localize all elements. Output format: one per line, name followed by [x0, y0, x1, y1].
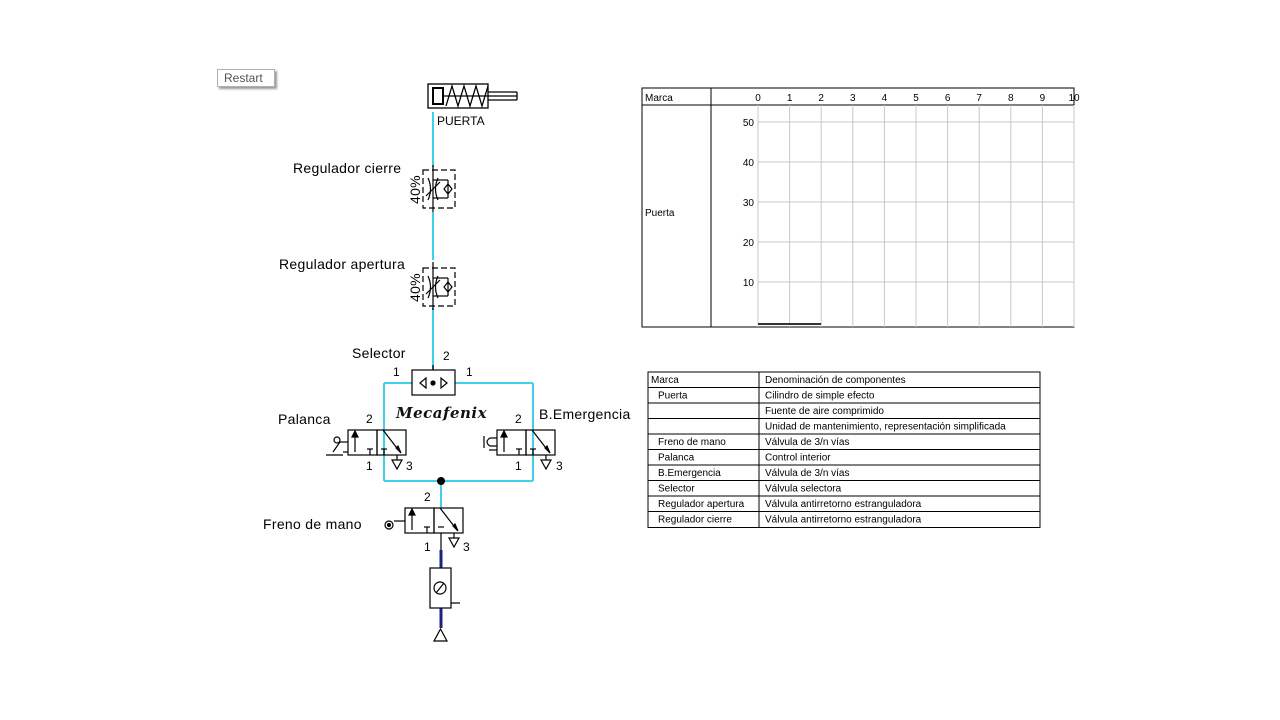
freno-port-2: 2 — [424, 490, 431, 504]
graph-x-tick: 1 — [787, 93, 793, 104]
emergency-port-1: 1 — [515, 459, 522, 473]
table-cell-marca: Regulador cierre — [658, 515, 732, 526]
graph-x-tick: 9 — [1040, 93, 1046, 104]
table-cell-denominacion: Fuente de aire comprimido — [765, 406, 884, 417]
graph-header-label: Marca — [645, 93, 673, 104]
table-cell-marca: Regulador apertura — [658, 499, 745, 510]
table-cell-denominacion: Control interior — [765, 453, 831, 464]
mecafenix-logo: Mecafenix — [395, 404, 488, 422]
maintenance-unit[interactable] — [429, 567, 460, 609]
table-cell-marca: Palanca — [658, 453, 695, 464]
graph-x-tick: 7 — [976, 93, 982, 104]
regulator-open-label: Regulador apertura — [279, 256, 405, 272]
table-cell-marca: B.Emergencia — [658, 468, 721, 479]
graph-x-tick: 5 — [913, 93, 919, 104]
selector-port-right: 1 — [466, 365, 473, 379]
table-cell-denominacion: Válvula de 3/n vías — [765, 468, 850, 479]
shuttle-valve-selector[interactable] — [411, 365, 456, 396]
table-cell-denominacion: Válvula antirretorno estranguladora — [765, 515, 922, 526]
motion-graph: Marca 0 1 2 3 4 5 6 7 8 9 10 50 40 30 20 10 Puerta — [641, 87, 1080, 328]
freno-port-1: 1 — [424, 540, 431, 554]
table-cell-marca: Puerta — [658, 391, 688, 402]
table-cell-marca: Selector — [658, 484, 695, 495]
regulator-open-value: 40% — [407, 273, 423, 302]
graph-x-tick: 6 — [945, 93, 951, 104]
graph-x-tick: 2 — [818, 93, 824, 104]
regulator-close-label: Regulador cierre — [293, 160, 401, 176]
cylinder-label: PUERTA — [437, 114, 485, 128]
palanca-port-1: 1 — [366, 459, 373, 473]
graph-y-tick: 50 — [743, 118, 755, 129]
graph-x-tick: 0 — [755, 93, 761, 104]
emergency-label: B.Emergencia — [539, 406, 631, 422]
table-cell-denominacion: Cilindro de simple efecto — [765, 391, 875, 402]
graph-x-tick: 10 — [1068, 93, 1080, 104]
selector-port-out: 2 — [443, 349, 450, 363]
valve-palanca[interactable] — [326, 429, 407, 471]
restart-button[interactable]: Restart — [217, 69, 275, 87]
table-cell-denominacion: Válvula antirretorno estranguladora — [765, 499, 922, 510]
graph-x-tick: 3 — [850, 93, 856, 104]
palanca-port-2: 2 — [366, 412, 373, 426]
graph-grid — [757, 105, 1075, 327]
selector-port-left: 1 — [393, 365, 400, 379]
valve-emergency[interactable] — [483, 429, 556, 471]
regulator-close-value: 40% — [407, 175, 423, 204]
table-cell-denominacion: Unidad de mantenimiento, representación … — [765, 422, 1006, 433]
graph-y-tick: 10 — [743, 278, 755, 289]
table-cell-marca: Freno de mano — [658, 437, 726, 448]
table-header-marca: Marca — [651, 375, 679, 386]
graph-y-tick: 20 — [743, 238, 755, 249]
graph-x-ticks: 0 1 2 3 4 5 6 7 8 9 10 — [755, 93, 1080, 104]
flow-regulator-close[interactable] — [422, 165, 456, 212]
graph-x-tick: 8 — [1008, 93, 1014, 104]
graph-y-ticks: 50 40 30 20 10 — [743, 118, 755, 289]
graph-x-tick: 4 — [882, 93, 888, 104]
air-source-icon — [432, 627, 449, 642]
table-header-denominacion: Denominación de componentes — [765, 375, 906, 386]
flow-regulator-open[interactable] — [422, 262, 456, 310]
emergency-port-2: 2 — [515, 412, 522, 426]
junction-node — [437, 477, 445, 485]
palanca-port-3: 3 — [406, 459, 413, 473]
palanca-label: Palanca — [278, 411, 331, 427]
table-grid — [648, 387, 1040, 512]
valve-freno[interactable] — [384, 507, 464, 550]
table-cell-denominacion: Válvula selectora — [765, 484, 842, 495]
freno-port-3: 3 — [463, 540, 470, 554]
selector-label: Selector — [352, 345, 406, 361]
graph-y-tick: 30 — [743, 198, 755, 209]
graph-row-label: Puerta — [645, 208, 675, 219]
freno-label: Freno de mano — [263, 516, 362, 532]
table-cell-denominacion: Válvula de 3/n vías — [765, 437, 850, 448]
cylinder-puerta[interactable] — [427, 83, 518, 109]
emergency-port-3: 3 — [556, 459, 563, 473]
graph-y-tick: 40 — [743, 158, 755, 169]
